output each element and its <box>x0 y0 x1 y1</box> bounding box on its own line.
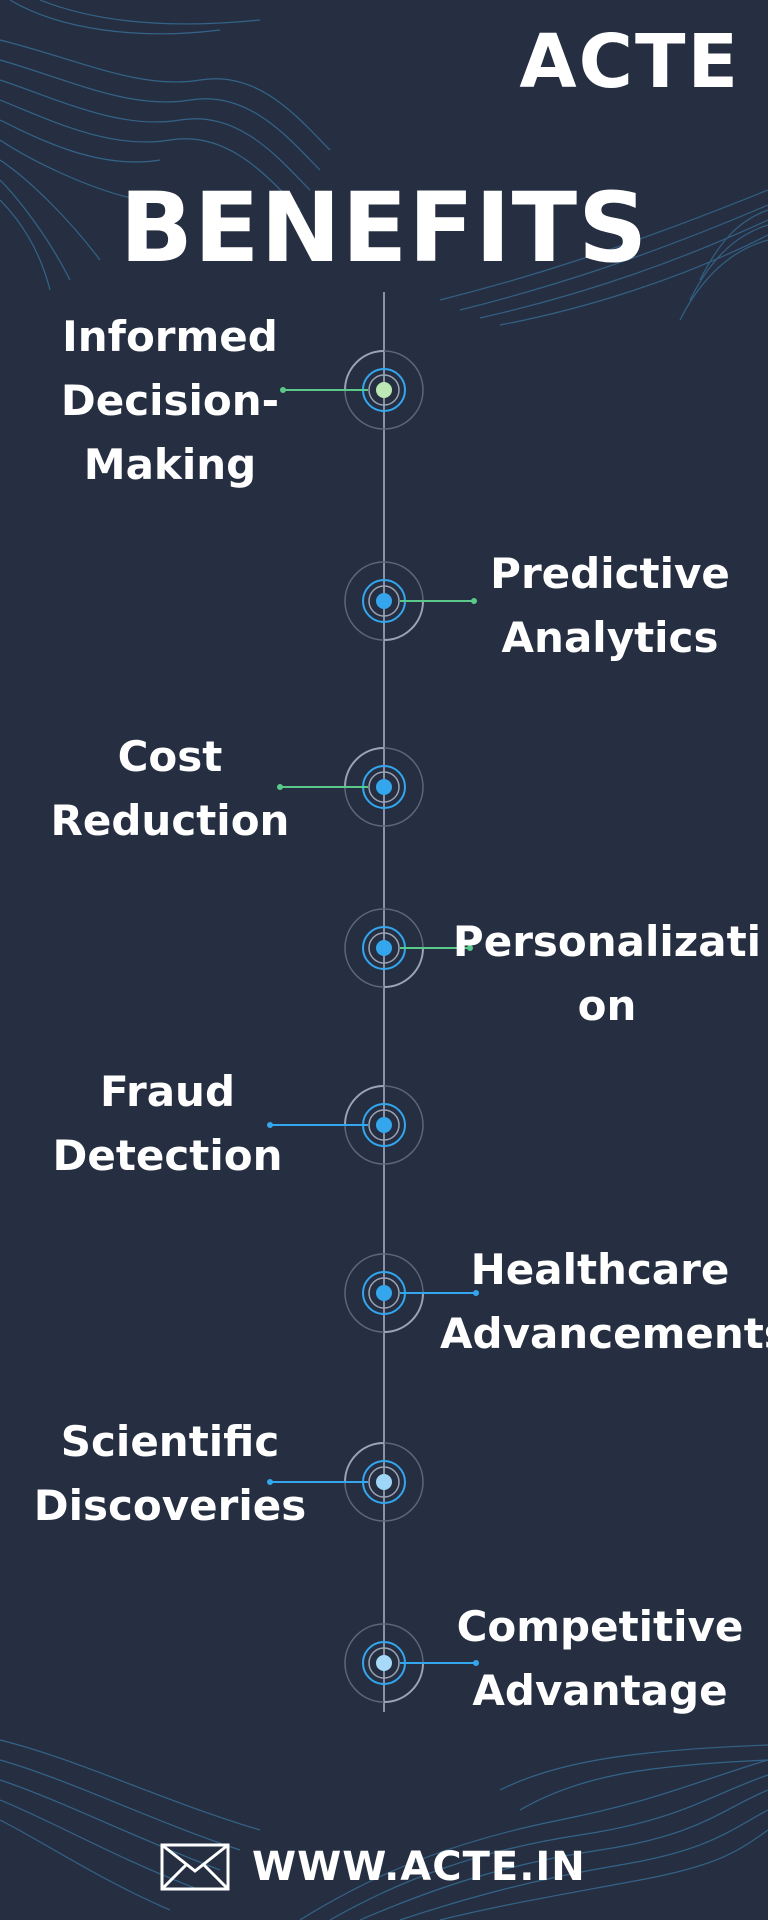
benefit-label: Personalizati on <box>452 910 762 1038</box>
acte-logo: ACTE <box>519 22 740 102</box>
benefit-label-line: Advantage <box>472 1666 728 1715</box>
page-title: BENEFITS <box>119 172 649 284</box>
logo-text: ACTE <box>519 19 740 105</box>
connector-dot <box>473 1660 479 1666</box>
benefit-label-line: on <box>577 981 637 1030</box>
connector-dot <box>471 598 477 604</box>
envelope-icon <box>160 1843 230 1891</box>
connector-dot <box>280 387 286 393</box>
benefit-label-line: Cost <box>117 732 223 781</box>
footer: WWW.ACTE.IN <box>160 1842 586 1892</box>
benefit-label-line: Personalizati <box>452 917 762 966</box>
connector-dot <box>473 1290 479 1296</box>
connector-line <box>400 1292 476 1294</box>
benefit-label-line: Healthcare <box>470 1245 730 1294</box>
connector-line <box>283 389 368 391</box>
benefit-label-line: Analytics <box>501 613 719 662</box>
connector-dot <box>267 1122 273 1128</box>
connector-line <box>400 947 470 949</box>
benefit-label-line: Predictive <box>490 549 730 598</box>
connector-line <box>280 786 368 788</box>
benefit-label-line: Detection <box>52 1131 283 1180</box>
benefit-label-line: Scientific <box>60 1417 280 1466</box>
benefit-label-line: Discoveries <box>33 1481 307 1530</box>
benefit-label-line: Advancements <box>440 1309 768 1358</box>
benefit-label-line: Fraud <box>99 1067 236 1116</box>
website-url[interactable]: WWW.ACTE.IN <box>252 1844 586 1890</box>
benefit-label-line: Decision- <box>60 376 280 425</box>
connector-line <box>270 1481 368 1483</box>
connector-line <box>400 600 474 602</box>
connector-line <box>270 1124 368 1126</box>
benefit-label-line: Informed <box>62 312 278 361</box>
benefit-label-line: Competitive <box>456 1602 744 1651</box>
connector-line <box>400 1662 476 1664</box>
connector-dot <box>467 945 473 951</box>
timeline-line <box>383 292 385 1712</box>
benefit-label-line: Making <box>83 440 257 489</box>
benefit-label-line: Reduction <box>50 796 290 845</box>
connector-dot <box>277 784 283 790</box>
connector-dot <box>267 1479 273 1485</box>
